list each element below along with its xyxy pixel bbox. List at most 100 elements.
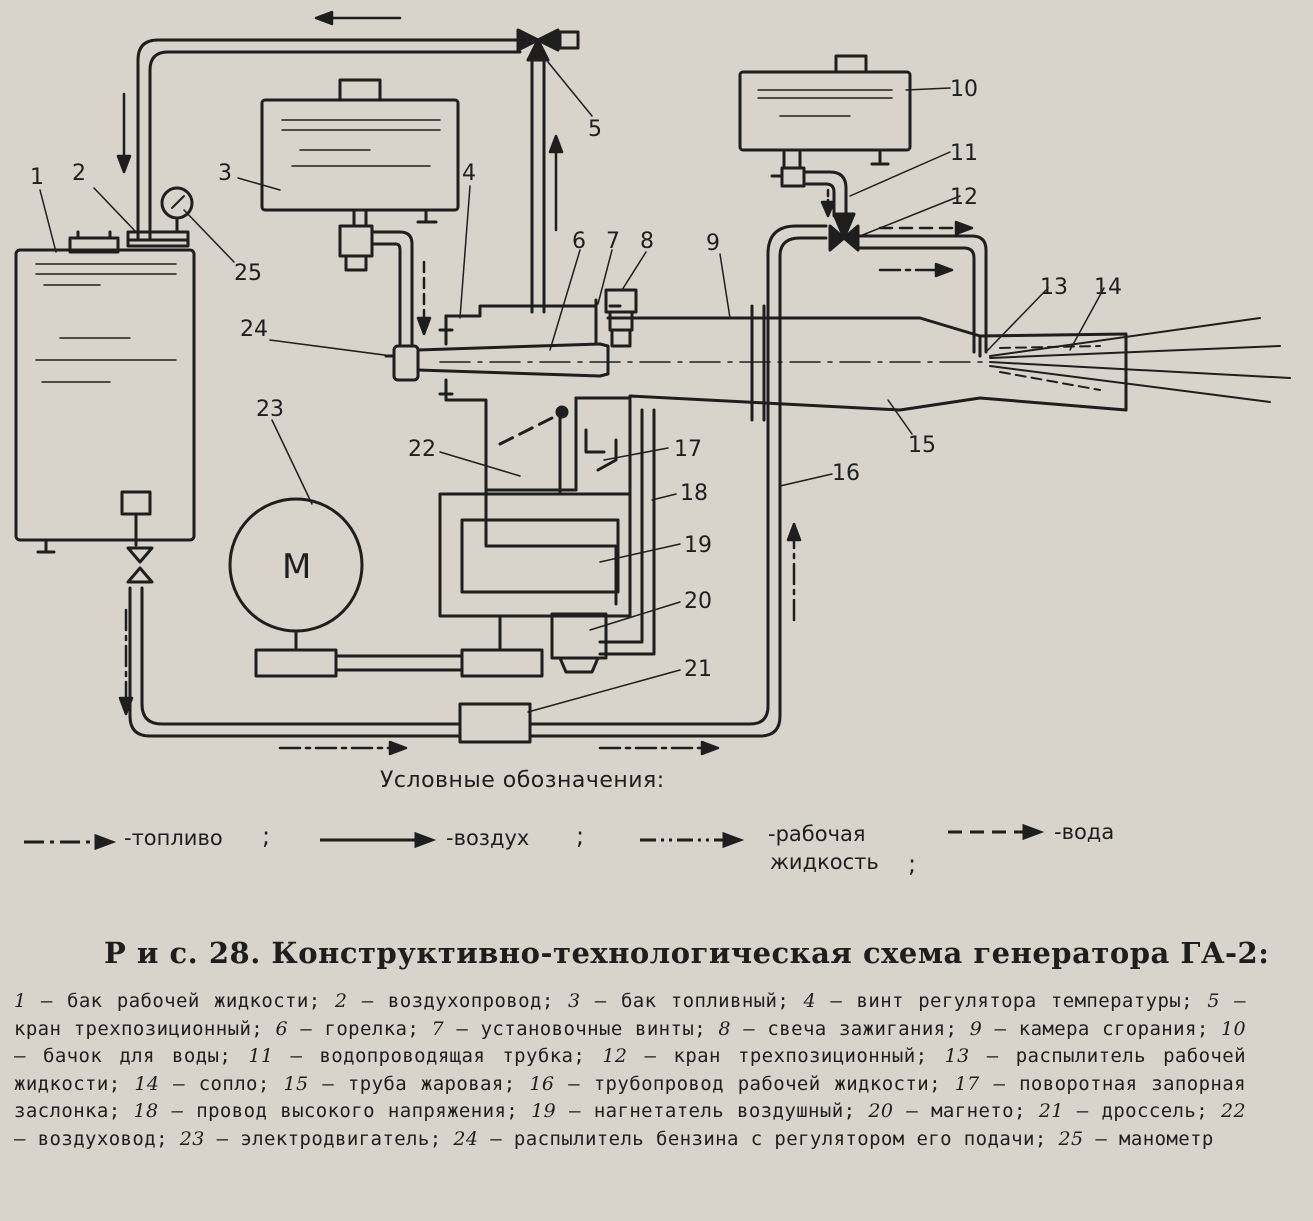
item-text: бачок для воды: [42, 1045, 220, 1068]
callout-10: 10: [950, 77, 978, 102]
legend-air: -воздух: [446, 826, 530, 850]
callout-22: 22: [408, 437, 436, 462]
callout-15: 15: [908, 433, 936, 458]
item-text: провод высокого напряжения: [196, 1100, 507, 1123]
callout-8: 8: [640, 229, 654, 254]
callout-14: 14: [1094, 275, 1122, 300]
item-text: распылитель бензина с регулятором его по…: [513, 1127, 1035, 1150]
legend-separator-3: ;: [908, 850, 917, 878]
item-number: 18: [133, 1100, 159, 1123]
legend-separator-2: ;: [576, 822, 585, 850]
item-text: свеча зажигания: [767, 1017, 946, 1040]
item-number: 10: [1221, 1017, 1246, 1040]
callout-16: 16: [832, 461, 860, 486]
item-text: поворотная запорная заслонка: [14, 1072, 1246, 1123]
legend-separator-1: ;: [262, 822, 271, 850]
fuel-tank: [260, 78, 460, 348]
item-number: 9: [969, 1017, 983, 1040]
item-text: установочные винты: [480, 1017, 695, 1040]
item-number: 2: [334, 990, 348, 1012]
item-number: 14: [134, 1072, 160, 1095]
motor-letter: М: [282, 547, 311, 587]
callout-1: 1: [30, 165, 44, 190]
legend-title: Условные обозначения:: [380, 768, 665, 793]
item-text: трубопровод рабочей жидкости: [593, 1072, 930, 1095]
water-tank: [738, 54, 988, 354]
callout-12: 12: [950, 185, 978, 210]
air-pipe: [126, 38, 522, 248]
item-number: 20: [868, 1100, 894, 1123]
callout-5: 5: [588, 117, 602, 142]
spray-jet: [989, 317, 1291, 403]
item-text: нагнетатель воздушный: [593, 1100, 844, 1123]
item-text: сопло: [198, 1072, 258, 1095]
item-number: 19: [531, 1100, 557, 1123]
callout-6: 6: [572, 229, 586, 254]
blower-assembly: [438, 396, 656, 674]
callout-2: 2: [72, 161, 86, 186]
item-number: 21: [1038, 1100, 1064, 1123]
callout-18: 18: [680, 481, 708, 506]
item-number: 11: [248, 1045, 274, 1068]
legend-working-fluid-2: жидкость: [770, 850, 879, 874]
item-number: 25: [1058, 1127, 1084, 1150]
item-text: манометр: [1119, 1127, 1214, 1150]
item-text: распылитель рабочей жидкости: [14, 1045, 1246, 1095]
flow-arrows: [116, 10, 974, 756]
item-number: 23: [179, 1127, 205, 1150]
callout-3: 3: [218, 161, 232, 186]
callout-24: 24: [240, 317, 268, 342]
figure-caption-items: 1 — бак рабочей жидкости; 2 — воздухопро…: [14, 990, 1246, 1150]
item-number: 16: [529, 1072, 555, 1095]
item-text: труба жаровая: [347, 1072, 504, 1095]
item-number: 6: [275, 1017, 288, 1040]
working-fluid-tank: [14, 230, 196, 554]
item-number: 7: [431, 1017, 445, 1040]
leader-lines: [39, 61, 1105, 713]
callout-9: 9: [706, 231, 720, 256]
legend-fuel: -топливо: [124, 826, 223, 850]
generator-schematic: 1 2 3 4 5 6 7 8 9 10 11 12 13 14 15 16 1…: [14, 10, 1291, 851]
callout-17: 17: [674, 437, 702, 462]
item-text: камера сгорания: [1018, 1017, 1197, 1040]
item-number: 3: [567, 990, 581, 1012]
callout-11: 11: [950, 141, 978, 166]
item-text: бак рабочей жидкости: [66, 990, 309, 1012]
electric-motor: [228, 497, 544, 678]
item-number: 1: [14, 990, 27, 1012]
item-number: 17: [954, 1072, 980, 1095]
callout-labels: 1 2 3 4 5 6 7 8 9 10 11 12 13 14 15 16 1…: [30, 77, 1122, 682]
item-text: кран трехпозиционный: [14, 1017, 252, 1040]
item-number: 8: [718, 1017, 731, 1040]
item-number: 24: [453, 1127, 479, 1150]
item-text: винт регулятора температуры: [856, 990, 1182, 1012]
combustion-assembly: [384, 288, 1128, 492]
legend-water: -вода: [1054, 820, 1115, 844]
item-text: горелка: [324, 1017, 408, 1040]
legend-working-fluid-1: -рабочая: [768, 822, 866, 846]
figure-caption-title: Р и с. 28. Конструктивно-технологическая…: [104, 936, 1270, 970]
item-text: воздуховод: [37, 1127, 157, 1150]
working-fluid-line: [126, 224, 828, 744]
item-number: 22: [1221, 1100, 1246, 1123]
item-number: 4: [803, 990, 817, 1012]
callout-4: 4: [462, 161, 476, 186]
callout-23: 23: [256, 397, 284, 422]
callout-19: 19: [684, 533, 712, 558]
callout-7: 7: [606, 229, 620, 254]
callout-20: 20: [684, 589, 712, 614]
three-way-valve-top: [516, 28, 580, 314]
item-number: 15: [283, 1072, 309, 1095]
item-number: 13: [944, 1045, 970, 1068]
legend-samples: [24, 823, 1045, 851]
item-text: воздухопровод: [387, 990, 542, 1012]
item-number: 12: [602, 1045, 628, 1068]
manometer: [160, 186, 194, 234]
item-text: дроссель: [1101, 1100, 1197, 1123]
item-text: магнето: [931, 1100, 1014, 1123]
item-text: кран трехпозиционный: [673, 1045, 916, 1068]
callout-25: 25: [234, 261, 262, 286]
item-text: водопроводящая трубка: [319, 1045, 574, 1068]
item-number: 5: [1207, 990, 1220, 1012]
